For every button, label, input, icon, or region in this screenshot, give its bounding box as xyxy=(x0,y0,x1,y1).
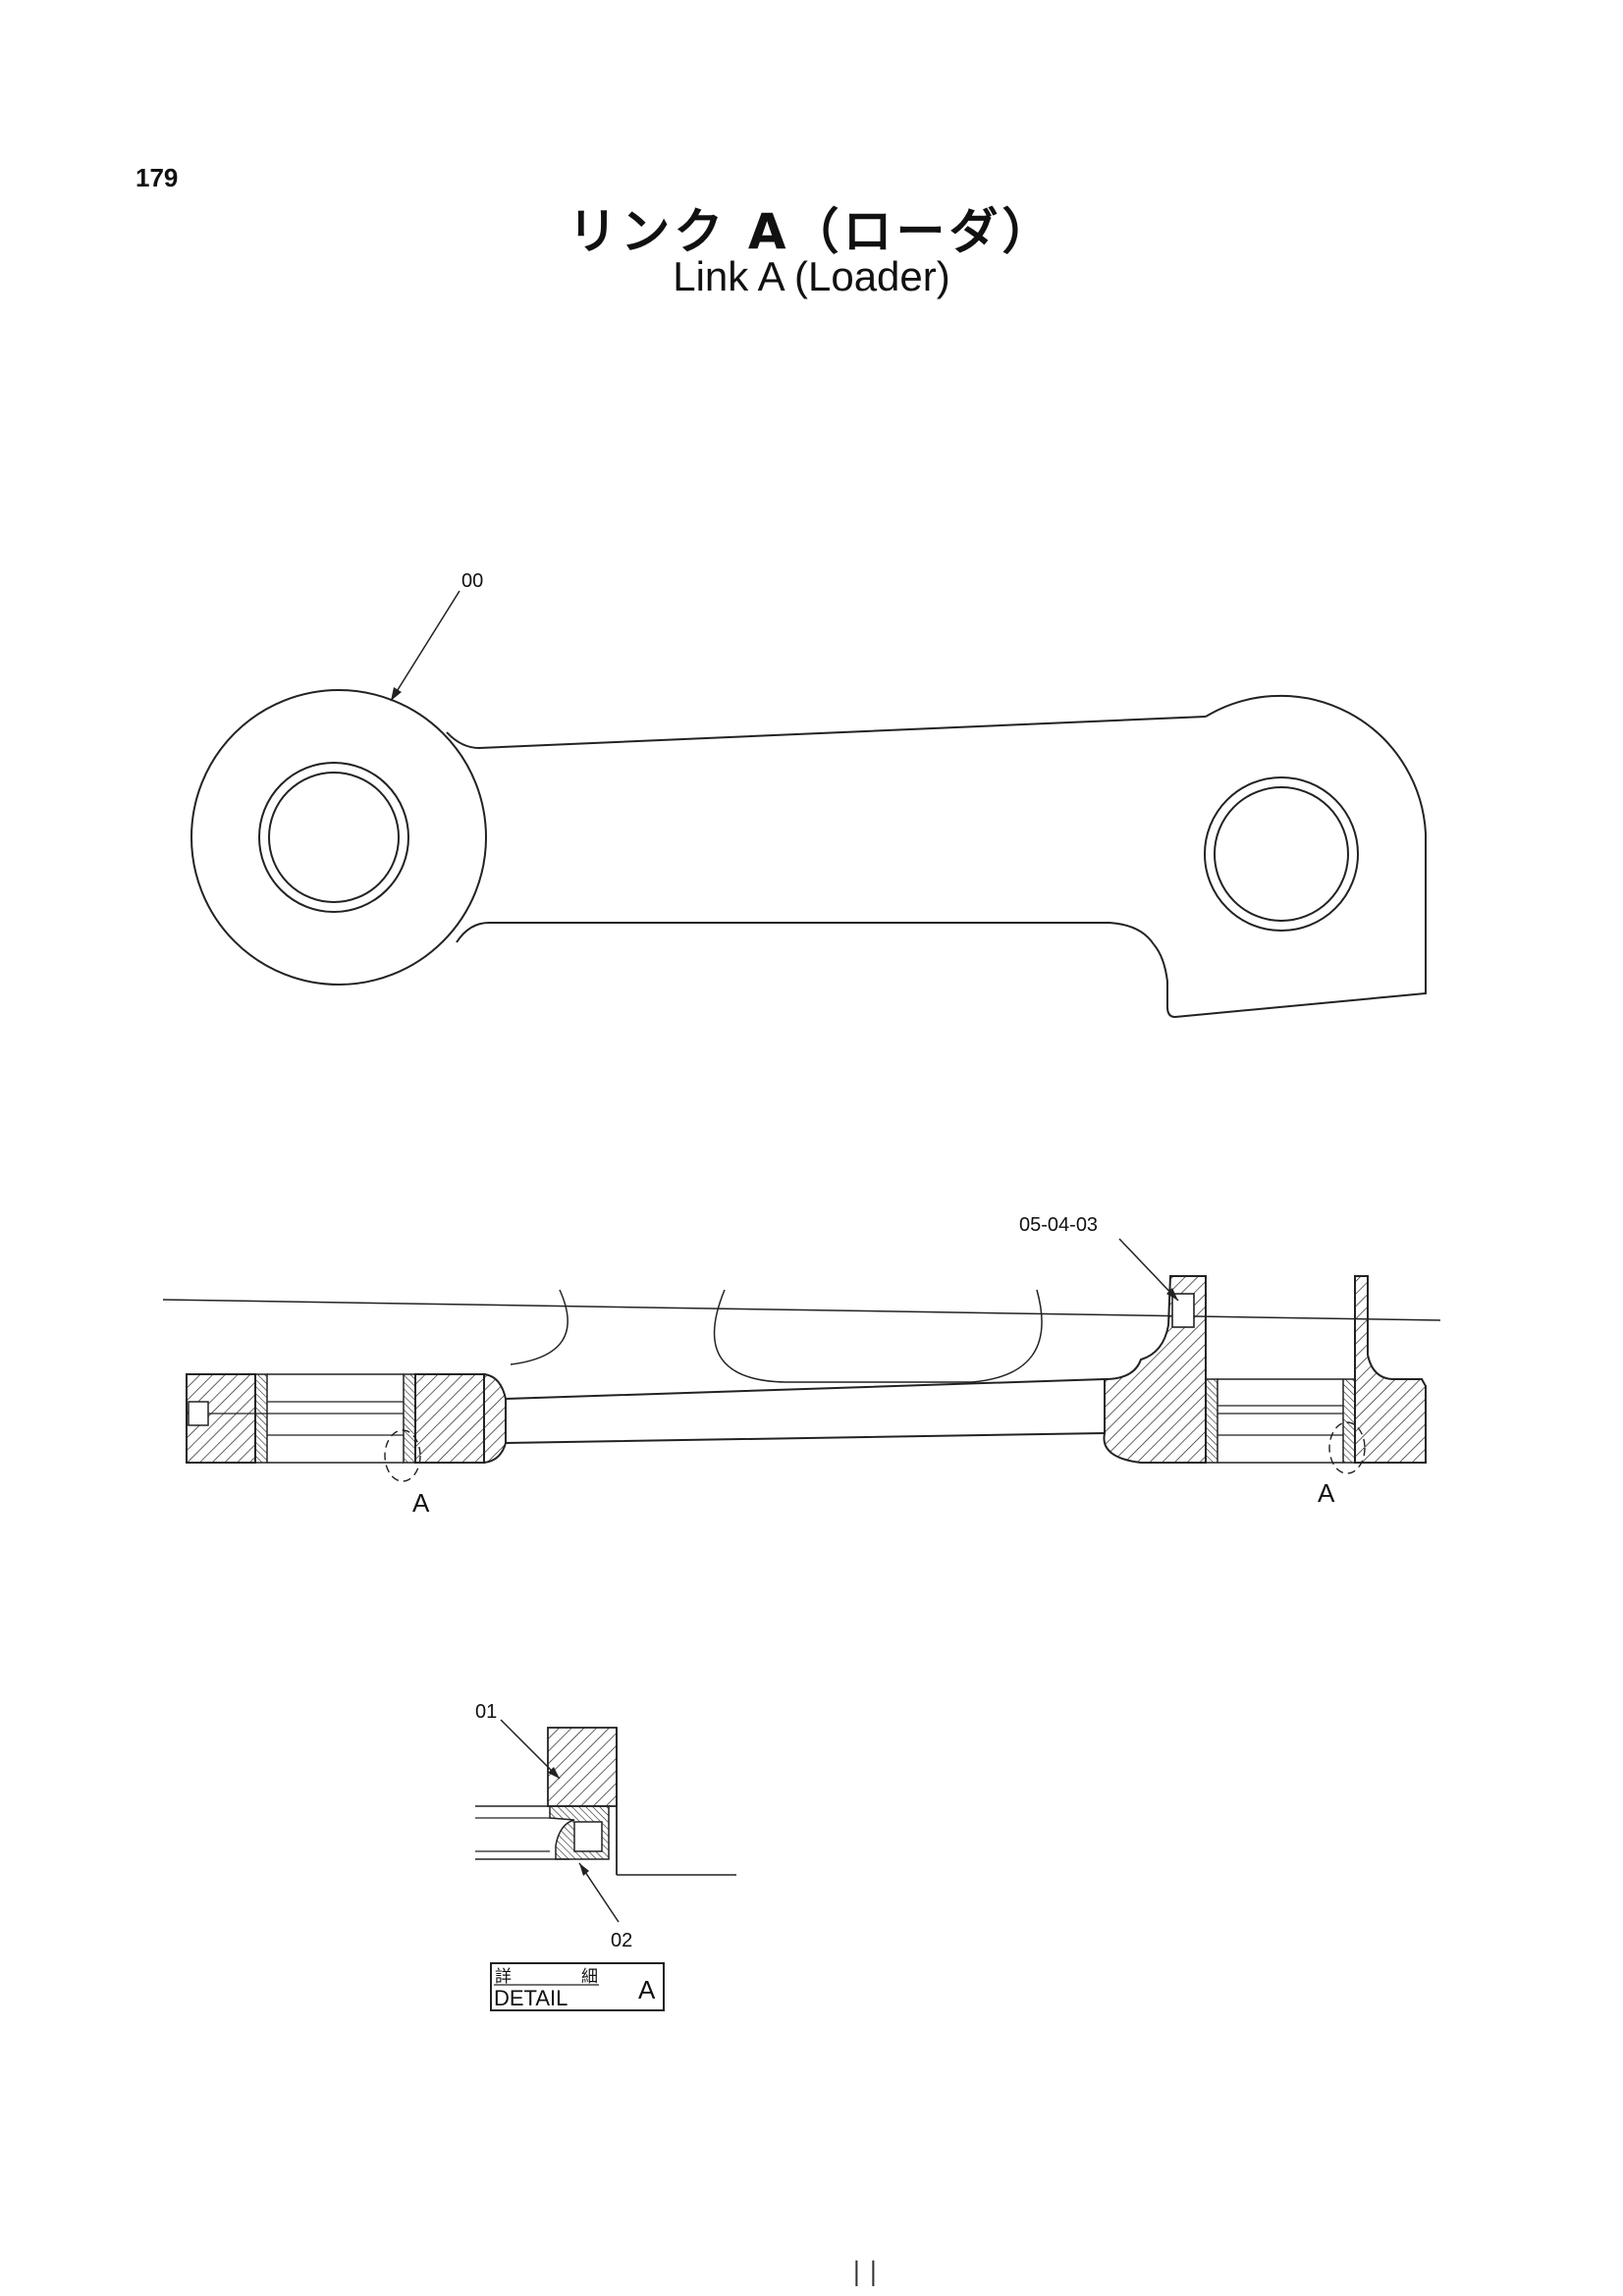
detail-a-view: 01 02 詳 細 DETAIL A xyxy=(475,1701,736,2011)
left-bushing-inner xyxy=(403,1373,416,1464)
right-boss-outer xyxy=(1153,694,1427,1019)
right-bore-inner xyxy=(1214,786,1349,922)
footer-mark: | | xyxy=(852,2258,878,2287)
callout-00: 00 xyxy=(461,570,483,592)
arm-lower-edge xyxy=(456,922,1155,945)
grease-fitting-left xyxy=(188,1401,209,1426)
detail-seal-lip xyxy=(573,1821,603,1852)
callout-05-04-03: 05-04-03 xyxy=(1019,1214,1098,1236)
right-bore-outer xyxy=(1204,776,1359,932)
page-number: 179 xyxy=(135,163,179,192)
leader-00-arrow xyxy=(391,687,402,701)
detail-label-text: DETAIL xyxy=(494,1986,568,2010)
phantom-arc-left xyxy=(510,1289,568,1365)
left-hub-flank xyxy=(483,1372,507,1465)
left-bore-inner xyxy=(268,772,400,903)
right-hub-outer-block xyxy=(1354,1275,1427,1464)
title-english: Link A (Loader) xyxy=(673,253,950,299)
detail-label-jp-right: 細 xyxy=(581,1967,598,1986)
reference-line xyxy=(162,1299,1441,1321)
callout-02: 02 xyxy=(611,1930,632,1951)
right-bushing-outer xyxy=(1342,1378,1356,1464)
detail-label-jp-left: 詳 xyxy=(495,1967,512,1986)
arm-upper-edge xyxy=(446,716,1207,750)
title-japanese: リンク A（ローダ） xyxy=(568,203,1055,260)
detail-circle-left xyxy=(384,1429,421,1482)
right-bushing-inner xyxy=(1205,1378,1218,1464)
callout-01: 01 xyxy=(475,1701,497,1723)
left-boss-outer xyxy=(190,689,487,986)
leader-01-arrow xyxy=(548,1767,560,1779)
arm-web xyxy=(505,1378,1106,1444)
leader-05-04-03 xyxy=(1118,1238,1179,1302)
detail-marker-right: A xyxy=(1318,1478,1335,1508)
leader-01 xyxy=(500,1719,561,1780)
link-section-view: A A 05-04-03 xyxy=(162,1214,1441,1518)
seal-housing xyxy=(1171,1293,1195,1328)
left-bore-outer xyxy=(258,762,409,913)
leader-05-04-03-arrow xyxy=(1166,1288,1178,1301)
leader-02-arrow xyxy=(579,1863,589,1876)
detail-label-box xyxy=(490,1962,665,2011)
leader-00 xyxy=(390,590,460,702)
detail-label-letter: A xyxy=(638,1975,656,2004)
left-hub-inner-block xyxy=(414,1373,485,1464)
detail-circle-right xyxy=(1328,1421,1366,1474)
detail-housing xyxy=(547,1727,618,1807)
detail-marker-left: A xyxy=(412,1488,430,1518)
phantom-arc-center xyxy=(713,1289,1043,1383)
left-bushing-outer xyxy=(254,1373,268,1464)
link-top-view xyxy=(190,689,1427,1019)
